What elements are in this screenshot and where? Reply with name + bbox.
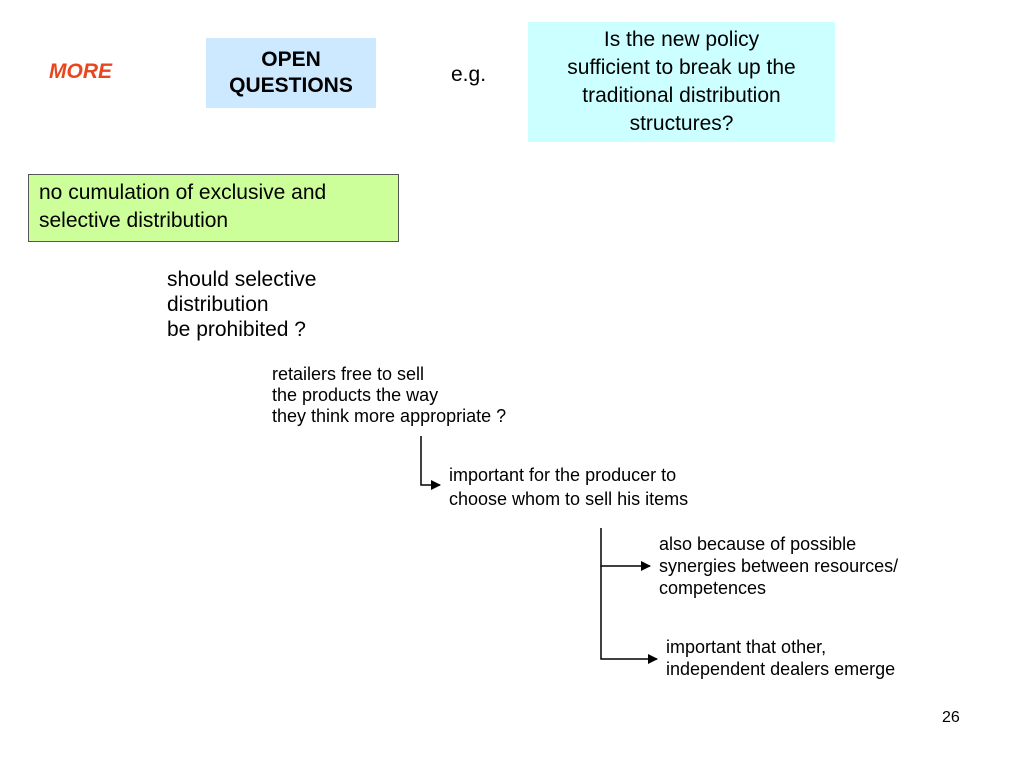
arrow-to-dealers [600, 566, 658, 664]
policy-question-line: structures? [629, 112, 734, 135]
synergies-line: synergies between resources/ [659, 556, 899, 576]
dealers-line: important that other, [666, 637, 827, 657]
page-number: 26 [942, 709, 960, 726]
retailers-line: retailers free to sell [272, 364, 425, 384]
producer-line: important for the producer to [449, 465, 677, 485]
retailers-line: they think more appropriate ? [272, 406, 507, 426]
arrow-to-synergies [600, 528, 651, 571]
cumulation-box: no cumulation of exclusive and selective… [28, 174, 399, 242]
selective-question-line: distribution [167, 293, 269, 316]
policy-question-line: sufficient to break up the [567, 56, 796, 79]
arrow-to-producer [420, 436, 441, 490]
eg-label: e.g. [451, 63, 487, 86]
retailers-question: retailers free to sell the products the … [272, 364, 506, 427]
selective-question-line: be prohibited ? [167, 318, 306, 341]
dealers-line: independent dealers emerge [666, 659, 896, 679]
producer-node: important for the producer to choose who… [449, 463, 688, 511]
retailers-line: the products the way [272, 385, 439, 405]
selective-question: should selective distribution be prohibi… [167, 267, 316, 342]
open-questions-line: QUESTIONS [229, 74, 353, 97]
synergies-line: also because of possible [659, 534, 857, 554]
dealers-node: important that other, independent dealer… [666, 636, 895, 680]
selective-question-line: should selective [167, 268, 317, 291]
policy-question-line: traditional distribution [582, 84, 781, 107]
synergies-node: also because of possible synergies betwe… [659, 533, 898, 599]
policy-question-box: Is the new policy sufficient to break up… [528, 22, 835, 142]
open-questions-line: OPEN [261, 48, 321, 71]
open-questions-box: OPEN QUESTIONS [206, 38, 376, 108]
synergies-line: competences [659, 578, 767, 598]
cumulation-line: no cumulation of exclusive and [39, 181, 327, 204]
cumulation-line: selective distribution [39, 209, 229, 232]
producer-line: choose whom to sell his items [449, 489, 689, 509]
policy-question-line: Is the new policy [603, 28, 760, 51]
more-label: MORE [49, 60, 112, 83]
